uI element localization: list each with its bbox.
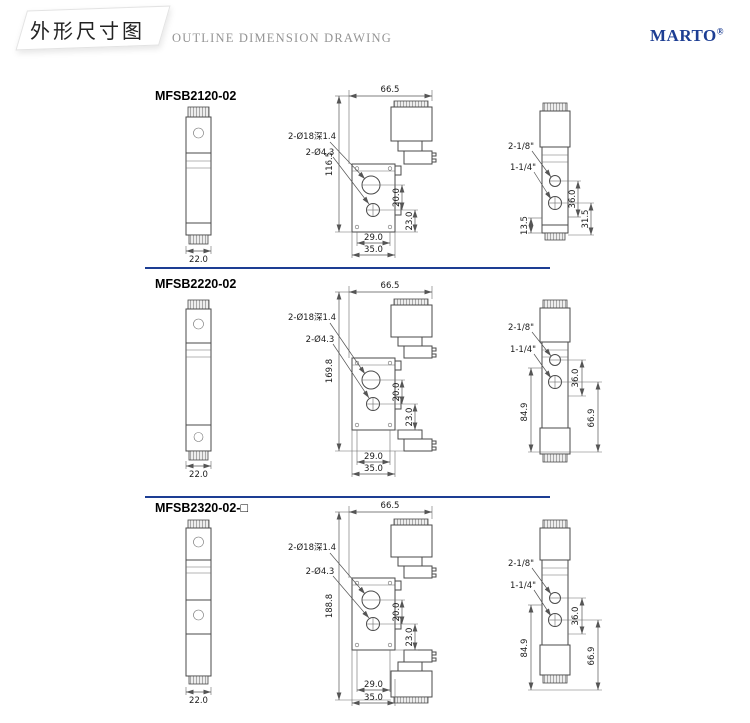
dim-bottom-outer-2: 35.0	[364, 464, 383, 474]
side-port-1-2: 2-1/8"	[508, 323, 534, 333]
dim-bottom-inner-3: 29.0	[364, 680, 383, 690]
dim-top-width-3: 66.5	[381, 501, 400, 511]
hole-note-1-1: 2-Ø18深1.4	[288, 131, 336, 142]
dim-total-height-2: 169.8	[325, 359, 335, 383]
dim-port-spacing-3: 20.0	[392, 603, 402, 622]
side-view-2: 2-1/8" 1-1/4" 36.0 66.9 84.9	[508, 299, 602, 463]
model-name-3: MFSB2320-02-□	[155, 501, 248, 515]
left-view-1: 22.0	[185, 106, 212, 265]
dim-port-bottom-2: 23.0	[405, 408, 415, 427]
front-view-1: 66.5 116.5 2-Ø18深1.4 2-Ø4.3 20.0 23.0	[288, 85, 437, 258]
page-title-cn: 外形尺寸图	[30, 21, 145, 43]
side-port-2-1: 1-1/4"	[510, 163, 536, 173]
hole-note-2-3: 2-Ø4.3	[306, 566, 335, 577]
side-port-2-3: 1-1/4"	[510, 581, 536, 591]
side-dim-1-2: 36.0	[571, 369, 581, 388]
dim-bottom-inner-1: 29.0	[364, 233, 383, 243]
section-mfsb2120: MFSB2120-02 22.0	[155, 85, 594, 265]
brand-name: MARTO	[650, 26, 717, 45]
model-name-2: MFSB2220-02	[155, 277, 236, 291]
dim-bottom-outer-1: 35.0	[364, 245, 383, 255]
dim-bottom-outer-3: 35.0	[364, 693, 383, 703]
hole-note-2-1: 2-Ø4.3	[306, 147, 335, 158]
front-view-3: 66.5 188.8 2-Ø18深1.4 2-Ø4.3 20.0 23.0	[288, 501, 437, 706]
dim-width-left-view-1: 22.0	[189, 255, 208, 265]
dim-port-spacing-1: 20.0	[392, 188, 402, 207]
dim-bottom-inner-2: 29.0	[364, 452, 383, 462]
title-block: 外形尺寸图	[15, 5, 171, 51]
side-port-1-1: 2-1/8"	[508, 142, 534, 152]
hole-note-1-2: 2-Ø18深1.4	[288, 312, 336, 323]
side-dim-2-2: 66.9	[587, 409, 597, 428]
dim-top-width-1: 66.5	[381, 85, 400, 95]
side-view-3: 2-1/8" 1-1/4" 36.0 66.9 84.9	[508, 519, 602, 691]
left-view-3: 22.0	[185, 519, 212, 706]
dim-width-left-view-3: 22.0	[189, 696, 208, 706]
left-view-2: 22.0	[185, 299, 212, 480]
side-dim-3-3: 84.9	[520, 639, 530, 658]
side-dim-3-2: 84.9	[520, 403, 530, 422]
dim-width-left-view-2: 22.0	[189, 470, 208, 480]
dim-total-height-1: 116.5	[325, 152, 335, 176]
model-name-1: MFSB2120-02	[155, 89, 236, 103]
side-dim-1-3: 36.0	[571, 607, 581, 626]
side-dim-2-1: 31.5	[581, 210, 591, 229]
section-mfsb2220: MFSB2220-02 22.0	[155, 277, 602, 480]
page-title-en: OUTLINE DIMENSION DRAWING	[172, 31, 392, 45]
front-view-2: 66.5 169.8 2-Ø18深1.4 2-Ø4.3 20.0 23.0	[288, 281, 437, 477]
brand-logo: MARTO®	[650, 26, 724, 46]
hole-note-2-2: 2-Ø4.3	[306, 334, 335, 345]
dim-port-bottom-1: 23.0	[405, 212, 415, 231]
registered-mark: ®	[716, 26, 724, 37]
dim-top-width-2: 66.5	[381, 281, 400, 291]
dim-port-bottom-3: 23.0	[405, 628, 415, 647]
side-dim-1-1: 36.0	[568, 190, 578, 209]
dim-total-height-3: 188.8	[325, 594, 335, 618]
page-header: 外形尺寸图 OUTLINE DIMENSION DRAWING MARTO®	[0, 0, 750, 62]
side-view-1: 2-1/8" 1-1/4" 36.0 31.5 13.5	[508, 102, 594, 241]
side-dim-2-3: 66.9	[587, 647, 597, 666]
section-mfsb2320: MFSB2320-02-□ 22.0	[155, 501, 602, 706]
side-port-2-2: 1-1/4"	[510, 345, 536, 355]
dim-port-spacing-2: 20.0	[392, 383, 402, 402]
side-port-1-3: 2-1/8"	[508, 559, 534, 569]
side-dim-3-1: 13.5	[520, 216, 530, 235]
hole-note-1-3: 2-Ø18深1.4	[288, 542, 336, 553]
